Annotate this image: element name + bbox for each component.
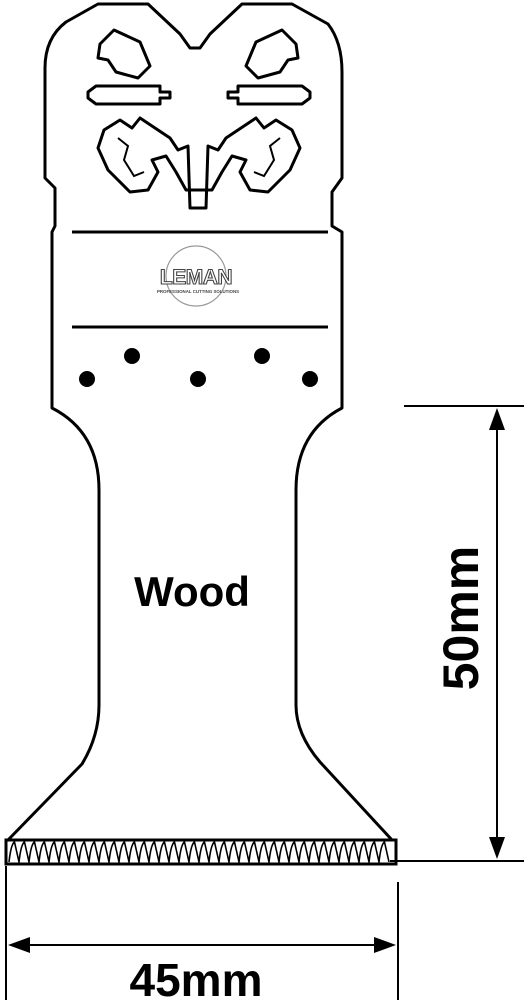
mount-center-opening [96, 116, 302, 210]
arrow-head-left [8, 937, 30, 953]
mount-slot-right [226, 84, 312, 106]
height-dimension: 50mm [390, 405, 524, 862]
logo-brand-text: LEMAN [160, 266, 232, 289]
arrow-head-up [489, 408, 505, 430]
hole [124, 348, 140, 364]
teeth-pattern [8, 841, 390, 863]
mount-holes [79, 348, 318, 387]
arrow-head-right [374, 937, 396, 953]
logo-ring [165, 245, 227, 307]
arrow-head-down [489, 837, 505, 859]
hole [302, 371, 318, 387]
width-label: 45mm [130, 954, 263, 1000]
blade-outline [6, 2, 394, 842]
hole [254, 348, 270, 364]
height-label: 50mm [433, 546, 489, 691]
mount-slot-left [86, 84, 172, 106]
mount-slot-top-right [244, 28, 300, 80]
brand-logo: LEMAN PROFESSIONAL CUTTING SOLUTIONS [157, 245, 239, 307]
center-opening-detail-right [253, 137, 281, 178]
hole [79, 371, 95, 387]
mount-slot-top-left [96, 28, 152, 80]
saw-teeth [4, 838, 398, 866]
width-dimension: 45mm [5, 866, 399, 1000]
logo-tagline-text: PROFESSIONAL CUTTING SOLUTIONS [157, 289, 239, 294]
center-opening-detail-left [117, 137, 145, 178]
hole [190, 371, 206, 387]
material-label: Wood [134, 568, 250, 615]
